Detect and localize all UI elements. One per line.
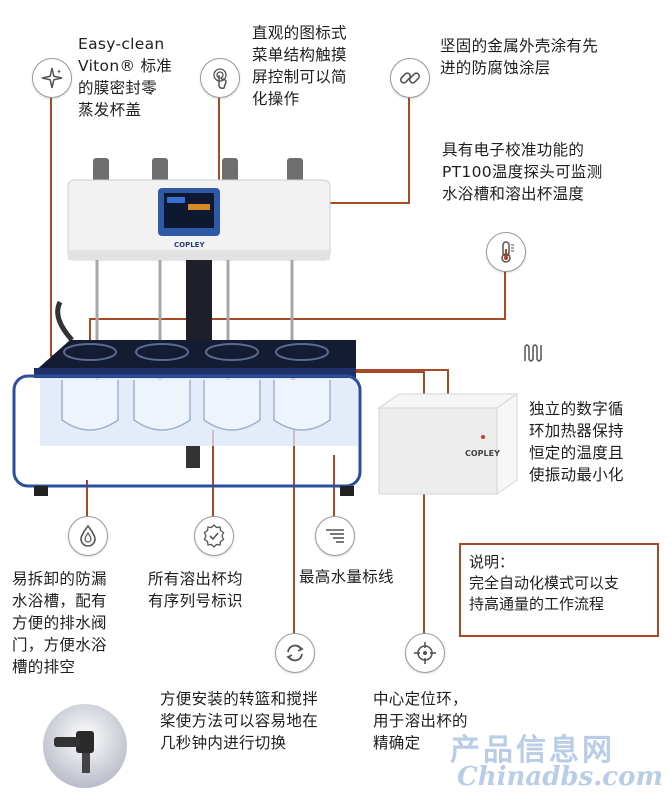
heater-unit-brand: COPLEY — [465, 449, 500, 458]
callout-heater: 独立的数字循 环加热器保持 恒定的温度且 使振动最小化 — [529, 400, 624, 484]
connector-housing — [300, 96, 410, 204]
watermark-cn: 产品信息网 — [450, 733, 615, 768]
note-text: 说明： 完全自动化模式可以支 持高通量的工作流程 — [469, 553, 620, 613]
callout-housing: 坚固的金属外壳涂有先 进的防腐蚀涂层 — [440, 37, 599, 77]
drain-valve-photo — [43, 704, 127, 788]
main-unit-brand: COPLEY — [174, 241, 205, 249]
dissolution-tester-image: COPLEY — [12, 158, 362, 496]
water-level-lines-icon — [315, 516, 355, 556]
sparkle-icon — [32, 58, 72, 98]
callout-lid: Easy-clean Viton® 标准 的膜密封零 蒸发杯盖 — [78, 35, 173, 119]
touch-gesture-icon — [200, 58, 240, 98]
rotate-arrows-icon — [275, 633, 315, 673]
certified-badge-icon — [194, 516, 234, 556]
callout-probe: 具有电子校准功能的 PT100温度探头可监测 水浴槽和溶出杯温度 — [442, 141, 603, 203]
note-box: 说明： 完全自动化模式可以支 持高通量的工作流程 — [459, 543, 659, 637]
link-chain-icon — [390, 58, 430, 98]
heater-coil-icon — [524, 344, 542, 362]
watermark-en: Chinadbs.com — [457, 762, 663, 792]
water-drop-icon — [68, 516, 108, 556]
connector-probe — [89, 251, 506, 356]
heater-unit-image: COPLEY — [377, 393, 519, 495]
callout-waterline: 最高水量标线 — [299, 568, 394, 586]
callout-bath: 易拆卸的防漏 水浴槽，配有 方便的排水阀 门，方便水浴 槽的排空 — [12, 570, 107, 676]
crosshair-icon — [405, 633, 445, 673]
connector-heater — [347, 369, 449, 403]
callout-serial: 所有溶出杯均 有序列号标识 — [148, 570, 243, 610]
callout-centering: 中心定位环， 用于溶出杯的 精确定 — [373, 690, 468, 752]
callout-touch: 直观的图标式 菜单结构触摸 屏控制可以简 化操作 — [252, 24, 347, 108]
thermometer-icon — [486, 232, 526, 272]
callout-basket: 方便安装的转篮和搅拌 桨使方法可以容易地在 几秒钟内进行切换 — [160, 690, 319, 752]
